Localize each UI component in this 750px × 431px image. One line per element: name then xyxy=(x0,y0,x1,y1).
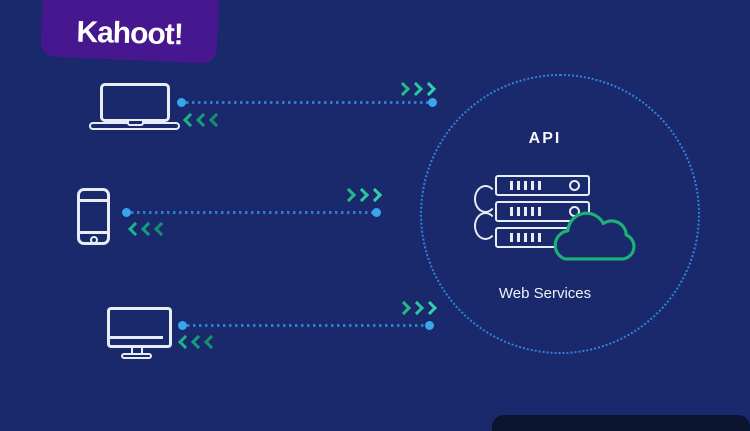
kahoot-logo-text: Kahoot! xyxy=(75,15,184,52)
chevrons-left-icon xyxy=(182,112,224,128)
web-services-label: Web Services xyxy=(498,285,592,302)
footer-bar xyxy=(492,415,750,431)
kahoot-logo: Kahoot! xyxy=(40,0,220,64)
smartphone-top-line xyxy=(80,199,107,202)
server-vents xyxy=(510,233,545,242)
endpoint-dot xyxy=(425,321,434,330)
server-cable-loop xyxy=(474,212,497,240)
monitor-stand-neck xyxy=(131,348,143,353)
chevron-right-icon xyxy=(422,300,438,316)
laptop-screen-shape xyxy=(100,83,170,122)
chevrons-right-icon xyxy=(341,187,383,203)
endpoint-dot xyxy=(177,98,186,107)
chevron-left-icon xyxy=(208,112,224,128)
monitor-stand-base xyxy=(121,353,152,359)
chevron-right-icon xyxy=(421,81,437,97)
endpoint-dot xyxy=(372,208,381,217)
chevrons-right-icon xyxy=(395,81,437,97)
smartphone-bottom-line xyxy=(80,231,107,234)
smartphone-home-button xyxy=(90,236,98,244)
chevrons-left-icon xyxy=(127,221,169,237)
cloud-icon xyxy=(553,211,636,261)
chevron-left-icon xyxy=(203,334,219,350)
server-vents xyxy=(510,181,545,190)
monitor-screen-shape xyxy=(107,307,172,348)
chevron-left-icon xyxy=(153,221,169,237)
dotted-connection-line xyxy=(186,101,431,104)
services-boundary-circle xyxy=(420,74,700,354)
monitor-bottom-strip xyxy=(110,336,163,339)
dotted-connection-line xyxy=(131,211,374,214)
api-label: API xyxy=(528,130,562,147)
server-led xyxy=(569,180,580,191)
endpoint-dot xyxy=(178,321,187,330)
chevrons-right-icon xyxy=(396,300,438,316)
chevrons-left-icon xyxy=(177,334,219,350)
dotted-connection-line xyxy=(187,324,427,327)
server-unit xyxy=(495,175,590,196)
server-vents xyxy=(510,207,545,216)
endpoint-dot xyxy=(122,208,131,217)
chevron-right-icon xyxy=(367,187,383,203)
laptop-notch-shape xyxy=(127,121,144,126)
server-cable-loop xyxy=(474,185,497,213)
endpoint-dot xyxy=(428,98,437,107)
